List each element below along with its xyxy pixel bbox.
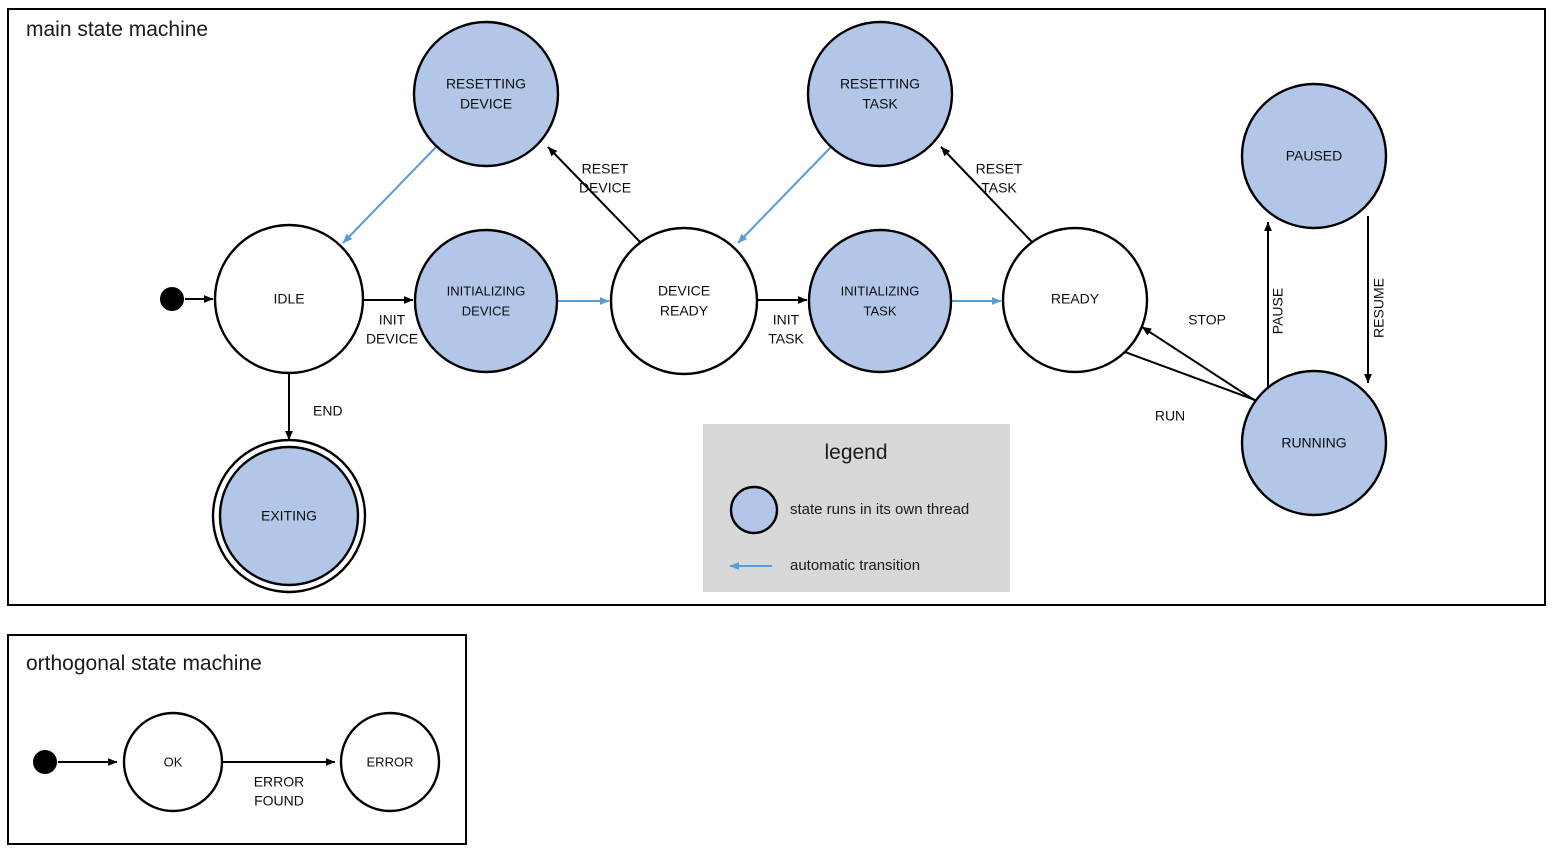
state-exiting-label: EXITING [261,508,317,524]
state-device-ready-label-1: DEVICE [658,283,710,299]
edge-ready-to-running [1124,351,1267,405]
state-initializing-device-label-1: INITIALIZING [447,283,526,298]
state-ok[interactable] [122,711,224,813]
state-running-label: RUNNING [1281,435,1346,451]
edge-label-pause: PAUSE [1270,288,1286,334]
edge-label-reset-device-line2: DEVICE [579,180,631,196]
initial-state-marker [160,287,184,311]
state-exiting-outer-ring [211,438,367,594]
state-paused-label: PAUSED [1286,148,1343,164]
state-paused[interactable] [1240,82,1388,230]
state-idle-label: IDLE [273,291,304,307]
state-initializing-device-label-2: DEVICE [462,303,511,318]
edge-label-resume: RESUME [1371,278,1387,338]
ortho-initial-state-marker [33,750,57,774]
edge-label-reset-task-line1: RESET [976,161,1023,177]
state-initializing-task[interactable] [807,228,953,374]
edge-label-error-found-line2: FOUND [254,793,304,809]
legend-thread-state-swatch [729,485,779,535]
edge-device-ready-to-resetting-device [547,146,642,244]
state-resetting-device-label-2: DEVICE [460,96,512,112]
edge-label-init-device-line2: DEVICE [366,331,418,347]
edge-label-init-task-line2: TASK [768,331,804,347]
state-running[interactable] [1240,369,1388,517]
edge-label-reset-task-line2: TASK [981,180,1017,196]
state-initializing-device[interactable] [413,228,559,374]
edge-running-to-ready [1141,326,1269,410]
edge-ready-to-resetting-task [940,146,1033,243]
state-exiting[interactable] [218,445,360,587]
state-error-label: ERROR [367,754,414,769]
edge-label-init-device-line1: INIT [379,312,406,328]
edge-label-reset-device-line1: RESET [582,161,629,177]
state-idle[interactable] [213,223,365,375]
state-initializing-task-label-1: INITIALIZING [841,283,920,298]
state-device-ready[interactable] [609,226,759,376]
state-ready[interactable] [1001,226,1149,374]
legend-thread-state-text: state runs in its own thread [790,501,969,518]
state-resetting-device[interactable] [412,20,560,168]
main-frame-title: main state machine [26,18,208,41]
edge-label-error-found-line1: ERROR [254,774,305,790]
state-ready-label: READY [1051,291,1100,307]
state-resetting-task[interactable] [806,20,954,168]
edge-resetting-task-to-device-ready [737,146,832,244]
state-resetting-device-label-1: RESETTING [446,76,526,92]
edge-label-stop: STOP [1188,312,1226,328]
orthogonal-frame-title: orthogonal state machine [26,652,262,675]
legend-auto-transition-text: automatic transition [790,557,920,574]
state-resetting-task-label-1: RESETTING [840,76,920,92]
edge-label-init-task-line1: INIT [773,312,800,328]
state-error[interactable] [339,711,441,813]
edge-label-end: END [313,403,343,419]
state-ok-label: OK [164,754,183,769]
edge-resetting-device-to-idle [342,146,437,244]
state-device-ready-label-2: READY [660,303,709,319]
state-initializing-task-label-2: TASK [864,303,897,318]
legend-title: legend [824,441,887,464]
state-resetting-task-label-2: TASK [862,96,898,112]
edge-label-run: RUN [1155,408,1185,424]
